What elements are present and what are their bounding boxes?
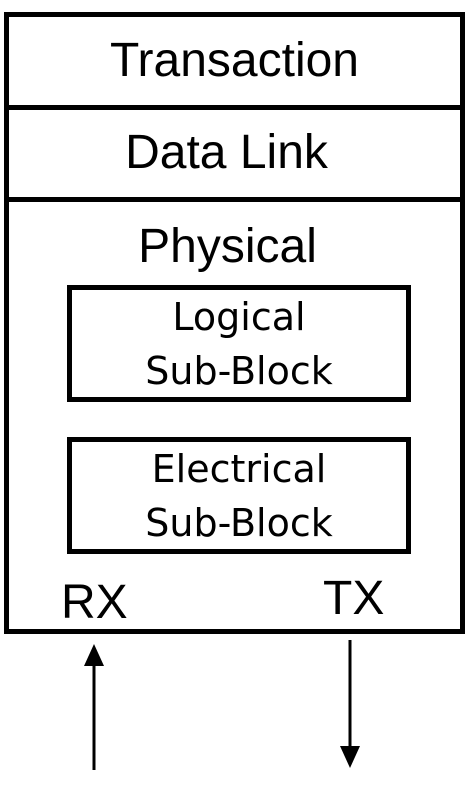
- rx-label: RX: [61, 576, 128, 629]
- physical-layer-label: Physical: [138, 220, 317, 273]
- logical-sub-block-line2: Sub-Block: [145, 348, 333, 393]
- data-link-layer-label: Data Link: [125, 126, 328, 179]
- electrical-sub-block-line1: Electrical: [151, 446, 327, 491]
- data-link-divider: [9, 197, 460, 202]
- electrical-sub-block: Electrical Sub-Block: [67, 437, 411, 554]
- logical-sub-block: Logical Sub-Block: [67, 285, 411, 402]
- tx-label: TX: [323, 572, 385, 625]
- transaction-layer-label: Transaction: [110, 34, 359, 87]
- rx-arrow: [84, 644, 104, 770]
- protocol-stack-box: Transaction Data Link Physical Logical S…: [4, 12, 465, 634]
- tx-arrow: [340, 640, 360, 768]
- logical-sub-block-line1: Logical: [172, 294, 306, 339]
- transaction-divider: [9, 105, 460, 110]
- electrical-sub-block-line2: Sub-Block: [145, 500, 333, 545]
